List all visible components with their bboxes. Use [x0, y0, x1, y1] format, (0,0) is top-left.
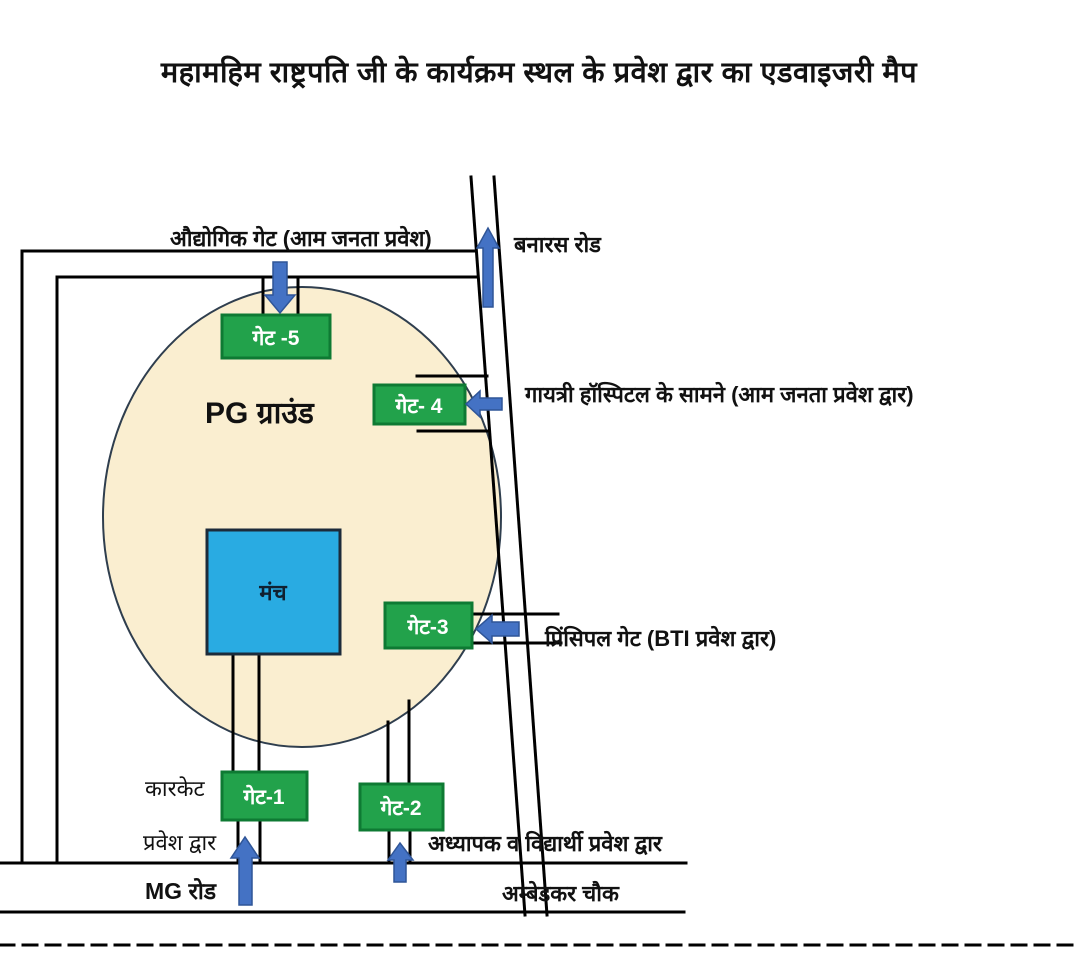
gate-boxes [220, 313, 474, 832]
industrial-gate-label: औद्योगिक गेट (आम जनता प्रवेश) [170, 225, 432, 251]
mg-road-label: MG रोड [145, 877, 217, 904]
gayatri-hospital-label: गायत्री हॉस्पिटल के सामने (आम जनता प्रवे… [524, 381, 914, 407]
teacher-student-entrance-label: अध्यापक व विद्यार्थी प्रवेश द्वार [428, 830, 663, 856]
carcade-entrance-label-line2: प्रवेश द्वार [143, 830, 217, 855]
gate5-label: गेट -5 [252, 325, 300, 350]
map-labels: औद्योगिक गेट (आम जनता प्रवेश) बनारस रोड … [143, 225, 914, 906]
gate1-label: गेट-1 [242, 784, 284, 809]
gate1-box [220, 770, 309, 822]
outer-boundary-road [20, 249, 478, 865]
page-title: महामहिम राष्ट्रपति जी के कार्यक्रम स्थल … [160, 57, 918, 89]
banaras-road-left-edge [469, 175, 527, 917]
gate4-label: गेट- 4 [395, 393, 443, 418]
inner-boundary-road [55, 275, 480, 865]
gate4-box [372, 383, 467, 426]
gate3-box [383, 601, 474, 650]
gate2-label: गेट-2 [379, 795, 421, 820]
banaras-road-up-arrow-icon [475, 226, 501, 308]
banaras-road-right-edge [492, 175, 549, 917]
box-labels: मंच गेट -5 गेट- 4 गेट-3 गेट-1 गेट-2 [242, 325, 448, 820]
gate3-entry-arrow-icon [474, 613, 520, 645]
ambedkar-chowk-label: अम्बेडकर चौक [502, 880, 620, 906]
gate1-entry-arrow-icon [229, 835, 261, 906]
gate3-label: गेट-3 [406, 614, 448, 639]
entry-arrows [229, 226, 520, 906]
carcade-entrance-label-line1: कारकेट [145, 776, 205, 801]
gate2-box [358, 782, 445, 832]
banaras-road-label: बनारस रोड [513, 231, 602, 257]
stage-box [205, 528, 342, 656]
gate5-entry-arrow-icon [263, 261, 297, 315]
gate5-box [220, 313, 332, 360]
principal-gate-label: प्रिंसिपल गेट (BTI प्रवेश द्वार) [544, 625, 776, 651]
gate4-entry-arrow-icon [464, 389, 503, 419]
stage-label: मंच [258, 580, 287, 605]
pg-ground-label: PG ग्राउंड [205, 397, 315, 430]
gate2-entry-arrow-icon [386, 841, 415, 883]
